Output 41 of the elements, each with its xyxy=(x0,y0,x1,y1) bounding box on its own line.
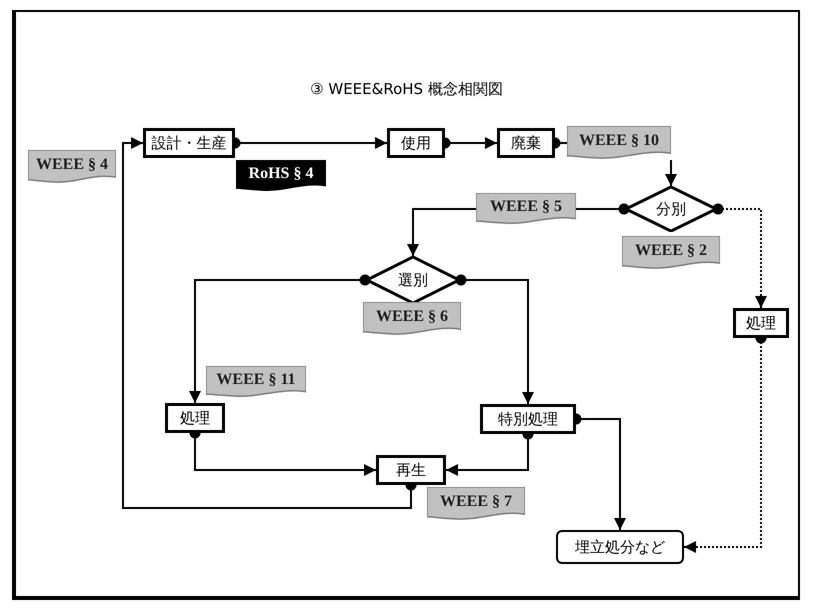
arrow xyxy=(456,274,534,404)
node-label: 処理 xyxy=(746,316,776,330)
node-label: RoHS § 4 xyxy=(248,166,314,184)
process-box xyxy=(143,128,235,158)
node-label: 埋立処分など xyxy=(575,540,665,554)
node-label: WEEE § 5 xyxy=(490,199,562,217)
node-label: WEEE § 2 xyxy=(634,243,707,261)
document-shape xyxy=(622,236,720,270)
document-shape xyxy=(363,302,461,336)
arrow xyxy=(189,274,370,403)
node-label: 再生 xyxy=(396,462,426,478)
process-box xyxy=(387,128,445,158)
document-shape xyxy=(28,150,116,184)
node-label: WEEE § 7 xyxy=(440,494,512,512)
terminal-box xyxy=(556,530,684,564)
document-shape xyxy=(236,160,326,192)
process-box xyxy=(480,404,576,434)
document-shape xyxy=(567,126,671,160)
process-box xyxy=(165,403,225,433)
process-box xyxy=(733,308,789,338)
node-label: 使用 xyxy=(401,136,431,150)
node-label: WEEE § 6 xyxy=(376,309,448,327)
arrow xyxy=(665,160,677,186)
node-label: 特別処理 xyxy=(498,412,558,426)
dotted-arrow xyxy=(712,204,767,308)
node-label: WEEE § 4 xyxy=(36,157,108,175)
arrow xyxy=(122,137,416,509)
document-shape xyxy=(427,487,525,521)
node-label: 選別 xyxy=(398,272,428,288)
node-label: 設計・生産 xyxy=(152,136,226,150)
diagram-title: ③ WEEE&RoHS 概念相関図 xyxy=(309,79,504,100)
node-label: 処理 xyxy=(180,410,210,426)
node-label: 分別 xyxy=(656,202,686,216)
node-label: WEEE § 10 xyxy=(578,133,659,151)
arrow xyxy=(407,208,476,256)
node-label: WEEE § 11 xyxy=(216,372,296,390)
process-box xyxy=(376,455,446,485)
document-shape xyxy=(206,366,306,398)
document-shape xyxy=(476,193,576,225)
node-label: 廃棄 xyxy=(511,136,541,150)
process-box xyxy=(497,128,555,158)
